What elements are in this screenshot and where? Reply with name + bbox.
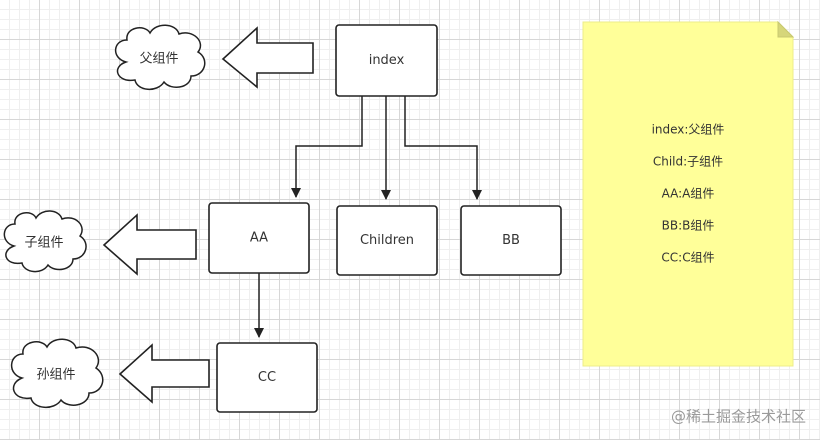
node-children[interactable]: Children <box>336 205 438 276</box>
cloud-grandchild: 孙组件 <box>10 338 104 408</box>
block-arrows <box>102 26 314 404</box>
cloud-parent: 父组件 <box>114 24 206 90</box>
left-arrow-icon-grandchild <box>118 343 210 404</box>
left-arrow-icon-child <box>102 213 197 276</box>
cloud-parent-label: 父组件 <box>139 52 178 67</box>
connectors <box>254 96 482 338</box>
cloud-shape-icon <box>3 210 87 273</box>
note-body <box>582 21 794 367</box>
cloud-child-label: 子组件 <box>24 236 63 251</box>
note-line-4: BB:B组件 <box>662 219 715 233</box>
note-line-5: CC:C组件 <box>661 251 714 265</box>
node-index-label: index <box>369 53 405 68</box>
watermark: @稀土掘金技术社区 <box>671 408 806 426</box>
edge-index-bb <box>404 96 482 200</box>
node-cc[interactable]: CC <box>216 342 318 413</box>
cloud-shape-icon <box>114 24 206 90</box>
node-index[interactable]: index <box>335 24 438 97</box>
cloud-grandchild-label: 孙组件 <box>36 368 75 383</box>
left-arrow-icon-parent <box>221 26 314 89</box>
node-children-label: Children <box>360 233 414 248</box>
note-line-3: AA:A组件 <box>662 187 715 201</box>
node-aa-label: AA <box>250 231 268 246</box>
edge-index-aa <box>291 96 363 198</box>
cloud-shape-icon <box>10 338 104 408</box>
note-fold-icon <box>777 20 795 38</box>
note-line-2: Child:子组件 <box>653 155 723 169</box>
node-aa[interactable]: AA <box>208 202 310 274</box>
node-cc-label: CC <box>258 370 276 385</box>
node-bb-label: BB <box>502 233 520 248</box>
legend-note: index:父组件 Child:子组件 AA:A组件 BB:B组件 CC:C组件 <box>582 20 795 367</box>
node-bb[interactable]: BB <box>460 205 562 276</box>
note-line-1: index:父组件 <box>652 123 725 137</box>
cloud-child: 子组件 <box>3 210 87 273</box>
